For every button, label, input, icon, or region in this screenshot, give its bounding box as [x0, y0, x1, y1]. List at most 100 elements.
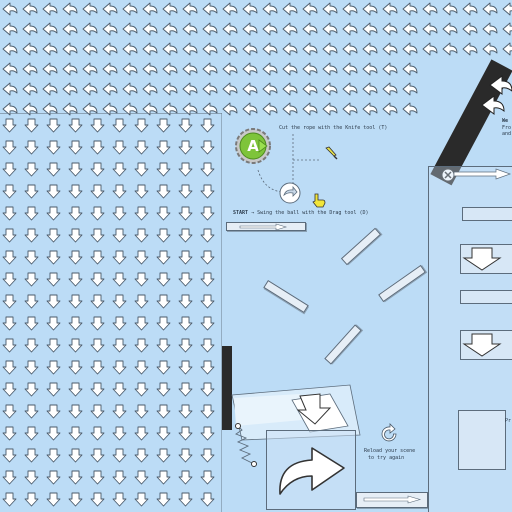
down-arrow-tile	[24, 118, 39, 133]
down-arrow-tile	[200, 426, 215, 441]
left-arrow-tile	[242, 42, 258, 56]
left-arrow-tile	[262, 2, 278, 16]
down-arrow-tile	[24, 250, 39, 265]
water-container[interactable]	[230, 380, 365, 450]
left-arrow-tile	[62, 82, 78, 96]
down-arrow-tile	[46, 426, 61, 441]
down-arrow-tile	[134, 492, 149, 507]
left-arrow-tile	[242, 102, 258, 116]
down-arrow-tile	[46, 184, 61, 199]
left-arrow-tile	[282, 2, 298, 16]
down-arrow-tile	[46, 272, 61, 287]
left-arrow-tile	[222, 102, 238, 116]
down-arrow-tile	[134, 316, 149, 331]
left-arrow-tile	[42, 42, 58, 56]
left-arrow-tile	[162, 62, 178, 76]
left-arrow-tile	[282, 102, 298, 116]
left-arrow-tile	[222, 82, 238, 96]
down-arrow-tile	[200, 492, 215, 507]
left-arrow-tile	[382, 22, 398, 36]
left-arrow-tile	[282, 22, 298, 36]
down-arrow-tile	[2, 228, 17, 243]
shelf-1[interactable]	[462, 207, 512, 221]
down-arrow-tile	[46, 162, 61, 177]
down-arrow-tile	[200, 118, 215, 133]
down-arrow-tile	[200, 294, 215, 309]
down-arrow-tile	[24, 140, 39, 155]
dark-ramp[interactable]	[420, 55, 512, 195]
left-arrow-tile	[222, 22, 238, 36]
left-arrow-tile	[2, 42, 18, 56]
collector-box[interactable]	[458, 410, 506, 470]
left-arrow-tile	[2, 62, 18, 76]
left-arrow-tile	[482, 2, 498, 16]
down-arrow-tile	[156, 250, 171, 265]
down-arrow-tile	[68, 404, 83, 419]
left-arrow-tile	[22, 82, 38, 96]
left-arrow-tile	[162, 82, 178, 96]
down-arrow-tile	[2, 184, 17, 199]
cut-rope-hint: Cut the rope with the Knife tool (T)	[279, 125, 388, 131]
reload-icon[interactable]	[378, 422, 402, 446]
down-arrow-tile	[134, 118, 149, 133]
left-arrow-tile	[82, 2, 98, 16]
left-arrow-tile	[2, 2, 18, 16]
down-arrow-tile	[90, 382, 105, 397]
down-arrow-tile	[156, 338, 171, 353]
arrow-glyph: →	[251, 210, 258, 216]
left-arrow-tile	[122, 2, 138, 16]
down-arrow-tile	[134, 360, 149, 375]
down-arrow-tile	[112, 294, 127, 309]
left-arrow-tile	[22, 22, 38, 36]
down-arrow-tile	[156, 162, 171, 177]
down-arrow-tile	[200, 338, 215, 353]
left-arrow-tile	[322, 22, 338, 36]
down-arrow-tile	[156, 294, 171, 309]
left-arrow-tile	[462, 42, 478, 56]
left-arrow-tile	[262, 82, 278, 96]
down-arrow-tile	[90, 118, 105, 133]
start-label: START	[233, 210, 249, 216]
left-arrow-tile	[382, 2, 398, 16]
down-arrow-tile	[90, 470, 105, 485]
left-arrow-tile	[322, 2, 338, 16]
down-arrow-tile	[200, 448, 215, 463]
down-arrow-tile	[178, 448, 193, 463]
left-arrow-tile	[402, 102, 418, 116]
left-arrow-tile	[82, 42, 98, 56]
reload-hint-line2: to try again	[368, 455, 405, 461]
down-arrow-tile	[178, 228, 193, 243]
down-arrow-tile	[112, 118, 127, 133]
down-arrow-tile	[200, 316, 215, 331]
swing-ball-text: Swing the ball with the Drag tool (D)	[257, 210, 369, 216]
down-arrow-tile	[46, 228, 61, 243]
down-arrow-tile	[178, 250, 193, 265]
left-arrow-tile	[342, 62, 358, 76]
left-arrow-tile	[62, 62, 78, 76]
down-arrow-tile	[134, 250, 149, 265]
down-arrow-tile	[200, 250, 215, 265]
left-arrow-icon	[489, 75, 512, 95]
down-arrow-tile	[68, 426, 83, 441]
spring[interactable]	[232, 420, 277, 470]
left-arrow-tile	[242, 62, 258, 76]
down-arrow-tile	[156, 404, 171, 419]
left-arrow-tile	[202, 22, 218, 36]
down-arrow-tile	[46, 470, 61, 485]
left-arrow-tile	[502, 2, 512, 16]
down-arrow-tile	[112, 492, 127, 507]
down-arrow-tile	[200, 184, 215, 199]
shelf-3[interactable]	[460, 290, 512, 304]
down-arrow-tile	[46, 404, 61, 419]
left-arrow-tile	[182, 2, 198, 16]
down-arrow-icon	[462, 333, 502, 357]
down-arrow-tile	[2, 448, 17, 463]
down-arrow-tile	[2, 162, 17, 177]
down-arrow-tile	[24, 360, 39, 375]
down-arrow-tile	[24, 228, 39, 243]
down-arrow-tile	[178, 470, 193, 485]
down-arrow-tile	[90, 294, 105, 309]
left-arrow-tile	[422, 22, 438, 36]
left-arrow-tile	[262, 62, 278, 76]
